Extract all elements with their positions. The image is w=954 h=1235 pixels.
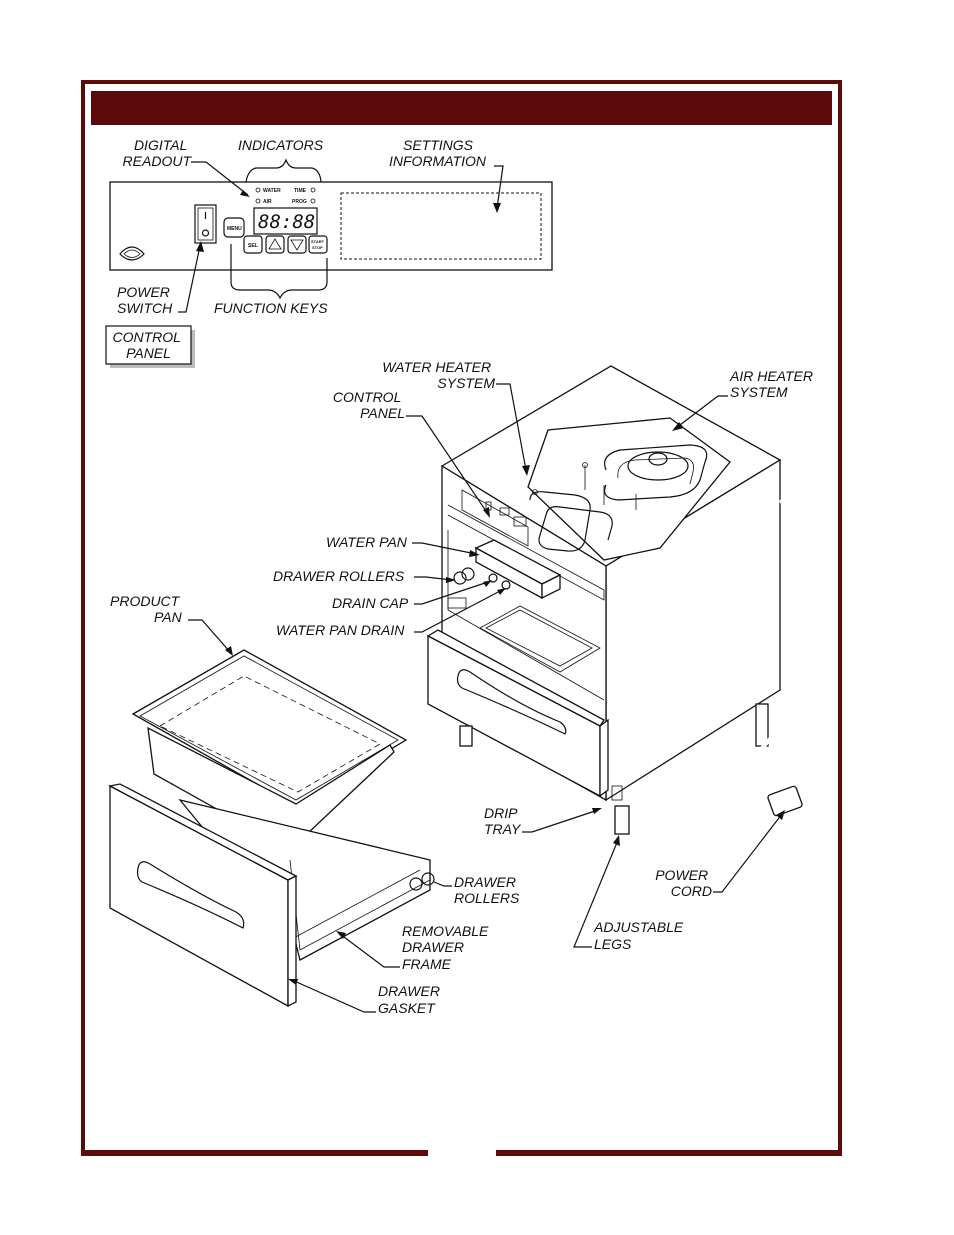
label-power-cord: POWER CORD — [655, 867, 712, 899]
indicator-prog: PROG — [292, 199, 307, 205]
leg-front-right — [614, 805, 630, 835]
cabinet-drawer-handle — [456, 669, 567, 735]
drawer-handle — [136, 861, 245, 929]
indicator-water: WATER — [263, 188, 281, 194]
label-control-panel-box: CONTROL PANEL — [112, 329, 184, 361]
digital-readout-window — [253, 207, 318, 235]
leg-back-right — [755, 703, 769, 747]
indicator-air: AIR — [263, 199, 272, 205]
label-removable-drawer-frame: REMOVABLE DRAWER FRAME — [402, 923, 492, 972]
water-pan-drain — [501, 580, 511, 590]
indicator-time: TIME — [294, 188, 307, 194]
bottom-rule-left — [81, 1150, 428, 1156]
inner-product-pan — [479, 605, 601, 673]
air-heater-fan — [627, 451, 689, 481]
label-power-switch: POWER SWITCH — [117, 284, 174, 316]
label-control-panel: CONTROL PANEL — [333, 389, 405, 421]
header-banner — [91, 91, 832, 125]
indicator-air-light — [255, 198, 261, 204]
down-arrow-key[interactable] — [287, 235, 307, 254]
page-frame — [81, 80, 842, 1156]
indicator-lights: WATER AIR TIME PROG — [255, 187, 316, 205]
control-panel-detail: WATER AIR TIME PROG 88:88 MENU SEL — [109, 181, 553, 271]
label-digital-readout: DIGITAL READOUT — [123, 137, 193, 169]
label-function-keys: FUNCTION KEYS — [214, 300, 328, 316]
label-product-pan: PRODUCT PAN — [110, 593, 183, 625]
air-heater-element — [603, 444, 708, 501]
drawer-roller-upper — [453, 571, 467, 585]
drawer-roller-left — [409, 877, 423, 891]
power-switch[interactable] — [194, 204, 217, 244]
indicator-water-light — [255, 187, 261, 193]
sel-key[interactable]: SEL — [243, 235, 263, 254]
control-panel-plate — [109, 181, 553, 271]
label-settings-information: SETTINGS INFORMATION — [389, 137, 487, 169]
water-heater-element — [529, 491, 613, 552]
start-key-label: START — [311, 239, 325, 244]
air-heater-cutaway — [527, 417, 731, 561]
label-drawer-rollers-top: DRAWER ROLLERS — [273, 568, 405, 584]
function-keys-brace — [230, 244, 328, 300]
label-water-pan: WATER PAN — [326, 534, 408, 550]
label-water-pan-drain: WATER PAN DRAIN — [276, 622, 405, 638]
label-drawer-rollers-bottom: DRAWER ROLLERS — [454, 874, 520, 906]
menu-key-label: MENU — [227, 226, 242, 232]
label-water-heater-system: WATER HEATER SYSTEM — [382, 359, 495, 391]
drain-cap — [488, 573, 498, 583]
settings-information-area — [340, 192, 542, 260]
label-air-heater-system: AIR HEATER SYSTEM — [729, 368, 817, 400]
stop-key-label: STOP — [312, 245, 323, 250]
indicators-brace — [245, 158, 322, 183]
label-adjustable-legs: ADJUSTABLE LEGS — [593, 919, 687, 952]
label-drain-cap: DRAIN CAP — [332, 595, 409, 611]
removable-drawer — [108, 783, 435, 1008]
label-drip-tray: DRIP TRAY — [484, 805, 522, 837]
up-arrow-icon — [268, 238, 282, 250]
digital-readout: 88:88 — [258, 211, 315, 233]
sel-key-label: SEL — [248, 243, 258, 249]
down-arrow-icon — [290, 239, 304, 251]
menu-key[interactable]: MENU — [223, 217, 245, 238]
label-drawer-gasket: DRAWER GASKET — [378, 983, 444, 1016]
indicator-prog-light — [310, 198, 316, 204]
cabinet — [426, 365, 808, 835]
drawer-roller-right — [421, 872, 435, 886]
control-panel-box — [105, 325, 192, 365]
power-plug — [767, 785, 803, 817]
bottom-rule-right — [496, 1150, 842, 1156]
indicator-time-light — [310, 187, 316, 193]
start-stop-key[interactable]: START STOP — [308, 235, 328, 254]
power-cord — [652, 498, 808, 829]
up-arrow-key[interactable] — [265, 235, 285, 254]
logo-mark — [119, 246, 145, 261]
leg-front-left — [459, 725, 473, 747]
label-indicators: INDICATORS — [238, 137, 324, 153]
